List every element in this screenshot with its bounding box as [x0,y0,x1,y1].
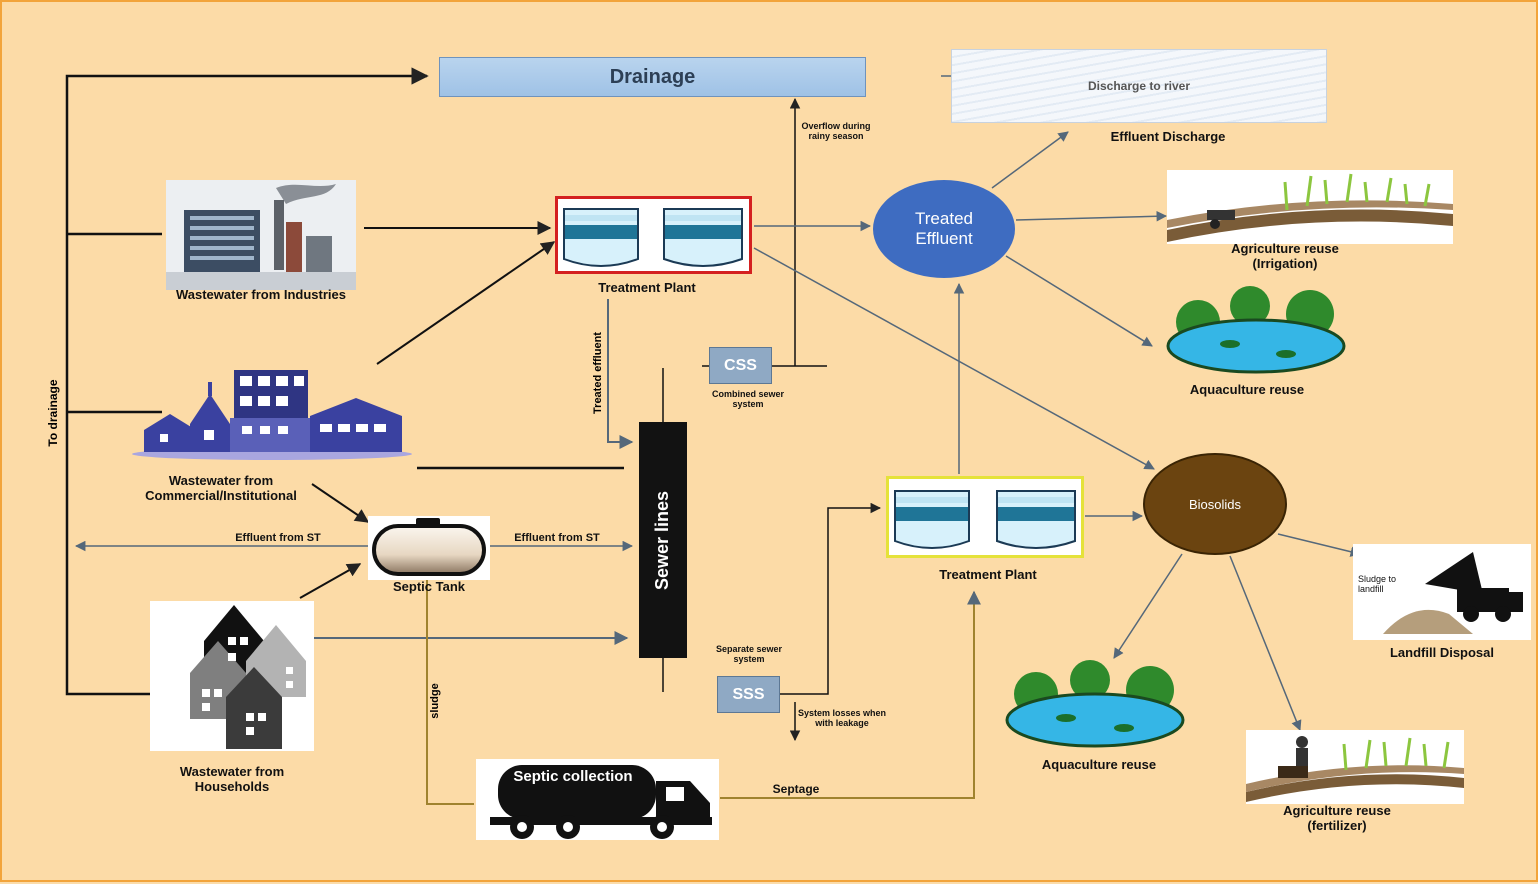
landfill-image [1353,544,1531,640]
sludge-line [426,580,474,805]
septic-tank-label: Septic Tank [392,579,465,594]
plant-to-biosolids-arrow [753,247,1155,470]
households-label: Wastewater from Households [179,764,285,794]
households-to-septic-arrow [299,563,362,599]
to-drainage-label: To drainage [46,379,60,447]
effluent-discharge-label: Effluent Discharge [1110,129,1226,144]
css-box: CSS [709,347,772,384]
sewer-lines-text: Sewer lines [639,422,687,658]
treatment-plant-bottom-label: Treatment Plant [939,567,1037,582]
septic-collection-truck-image [476,759,719,840]
septic-collection-label: Septic collection [513,768,633,785]
treated-effluent-vertical-label: Treated effluent [592,332,604,414]
agri-fertilizer-image [1246,730,1464,804]
treatment-plant-bottom-image [886,476,1084,558]
treated-effluent-down-line [607,299,634,449]
drainage-box: Drainage [439,57,866,97]
css-caption: Combined sewer system [711,389,785,410]
septage-label: Septage [772,782,820,796]
aquaculture-top-label: Aquaculture reuse [1189,382,1305,397]
effluent-st-left-label: Effluent from ST [235,532,321,544]
commercial-label: Wastewater from Commercial/Institutional [145,473,297,503]
biosolids-label: Biosolids [1188,496,1242,512]
industries-label: Wastewater from Industries [175,287,346,302]
effluent-st-right-label: Effluent from ST [514,532,600,544]
sewer-lines-pipe [639,422,687,658]
sss-label: SSS [732,685,765,703]
industries-image [166,180,356,290]
agri-fertilizer-label: Agriculture reuse (fertilizer) [1283,803,1391,833]
leakage-note: System losses when with leakage [797,708,887,729]
septage-line [720,590,981,799]
sludge-to-landfill-label: Sludge to landfill [1358,574,1397,595]
commercial-to-plant-arrow [376,241,556,365]
sss-box: SSS [717,676,780,713]
aquaculture-top-image [1160,284,1352,376]
sss-caption: Separate sewer system [715,644,783,665]
aquaculture-bottom-image [1000,658,1190,750]
treated-effluent-label: Treated Effluent [915,209,973,248]
css-overflow-line [772,99,827,367]
treatment-plant-top-label: Treatment Plant [598,280,696,295]
to-drainage-line [65,67,429,696]
agri-irrigation-label: Agriculture reuse (Irrigation) [1231,241,1339,271]
css-label: CSS [724,356,757,374]
landfill-disposal-label: Landfill Disposal [1389,645,1494,660]
agri-irrigation-image [1167,170,1453,244]
septic-tank-image [368,516,490,580]
overflow-note: Overflow during rainy season [801,121,871,142]
river-image: Discharge to river [951,49,1327,123]
sludge-label: sludge [429,683,441,719]
sewer-lines-label: Sewer lines [652,490,673,590]
sss-to-plant-line [780,502,882,695]
drainage-label: Drainage [609,65,696,88]
commercial-image [130,368,414,460]
treatment-plant-top-image [555,196,752,274]
treated-effluent-circle: Treated Effluent [873,180,1015,278]
aquaculture-bottom-label: Aquaculture reuse [1041,757,1157,772]
households-image [150,601,314,751]
discharge-to-river-label: Discharge to river [1087,79,1191,93]
biosolids-circle: Biosolids [1143,453,1287,555]
commercial-to-septic-arrow [311,483,370,523]
